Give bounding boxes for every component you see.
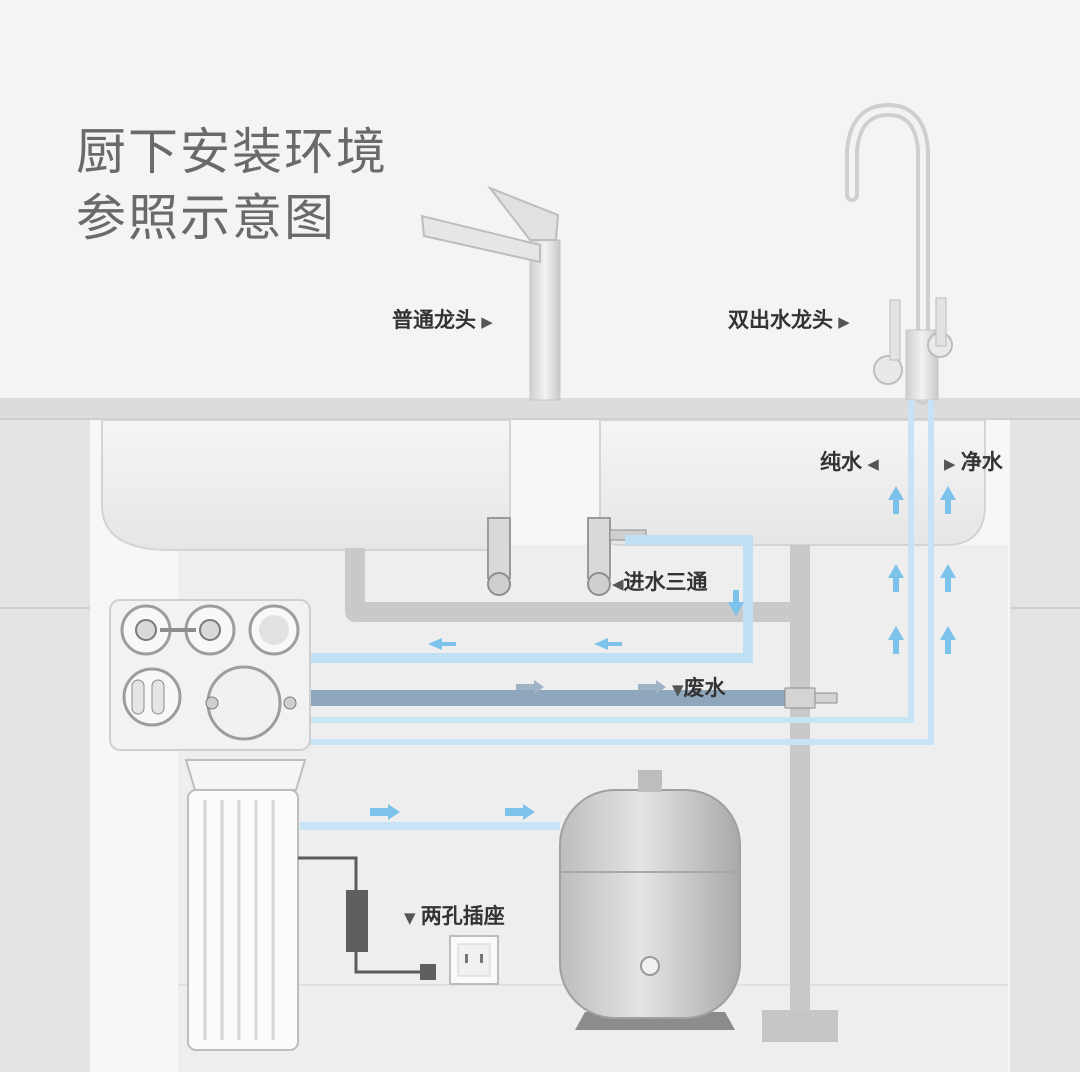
- waste-line: [310, 687, 838, 709]
- arrow-right-icon: ▶: [944, 455, 961, 473]
- dual-outlet-faucet: [845, 102, 953, 405]
- label-regular-faucet: 普通龙头 ▶: [392, 304, 493, 334]
- drain-pipe: [345, 545, 810, 1030]
- regular-faucet: [420, 185, 561, 401]
- label-two-pin-socket-text: 两孔插座: [420, 904, 505, 928]
- label-waste-water-text: 废水: [683, 676, 726, 700]
- label-pure-water-text: 纯水: [820, 450, 862, 474]
- label-waste-water: ▼废水: [672, 672, 726, 702]
- label-clean-water: ▶ 净水: [944, 446, 1003, 476]
- arrow-left-icon: ◀: [612, 575, 624, 593]
- prefilter-canister: [184, 759, 307, 1051]
- two-pin-socket: [449, 935, 499, 985]
- label-two-pin-socket: ▼ 两孔插座: [404, 900, 505, 930]
- label-inlet-tee: ◀进水三通: [612, 566, 708, 596]
- countertop: [0, 398, 1080, 420]
- purifier-unit: [109, 599, 311, 751]
- inlet-line: [310, 535, 753, 663]
- label-regular-faucet-text: 普通龙头: [392, 308, 476, 332]
- title-line-2: 参照示意图: [76, 189, 336, 247]
- label-dual-outlet-faucet: 双出水龙头 ▶: [728, 304, 850, 334]
- arrow-right-icon: ▶: [476, 313, 493, 331]
- pressure-tank: [559, 770, 741, 1030]
- label-pure-water: 纯水 ◀: [820, 446, 879, 476]
- arrow-left-icon: ◀: [862, 455, 879, 473]
- arrow-down-icon: ▼: [672, 681, 684, 699]
- title-line-1: 厨下安装环境: [76, 123, 388, 181]
- faucet-water-lines: [310, 400, 934, 745]
- power-adapter: [298, 856, 436, 980]
- flow-arrows: [370, 486, 956, 820]
- angle-valve-left: [487, 517, 511, 596]
- sink: [101, 419, 986, 551]
- arrow-right-icon: ▶: [833, 313, 850, 331]
- label-inlet-tee-text: 进水三通: [623, 570, 708, 594]
- label-clean-water-text: 净水: [960, 450, 1003, 474]
- label-dual-outlet-faucet-text: 双出水龙头: [728, 308, 833, 332]
- arrow-down-icon: ▼: [404, 909, 421, 927]
